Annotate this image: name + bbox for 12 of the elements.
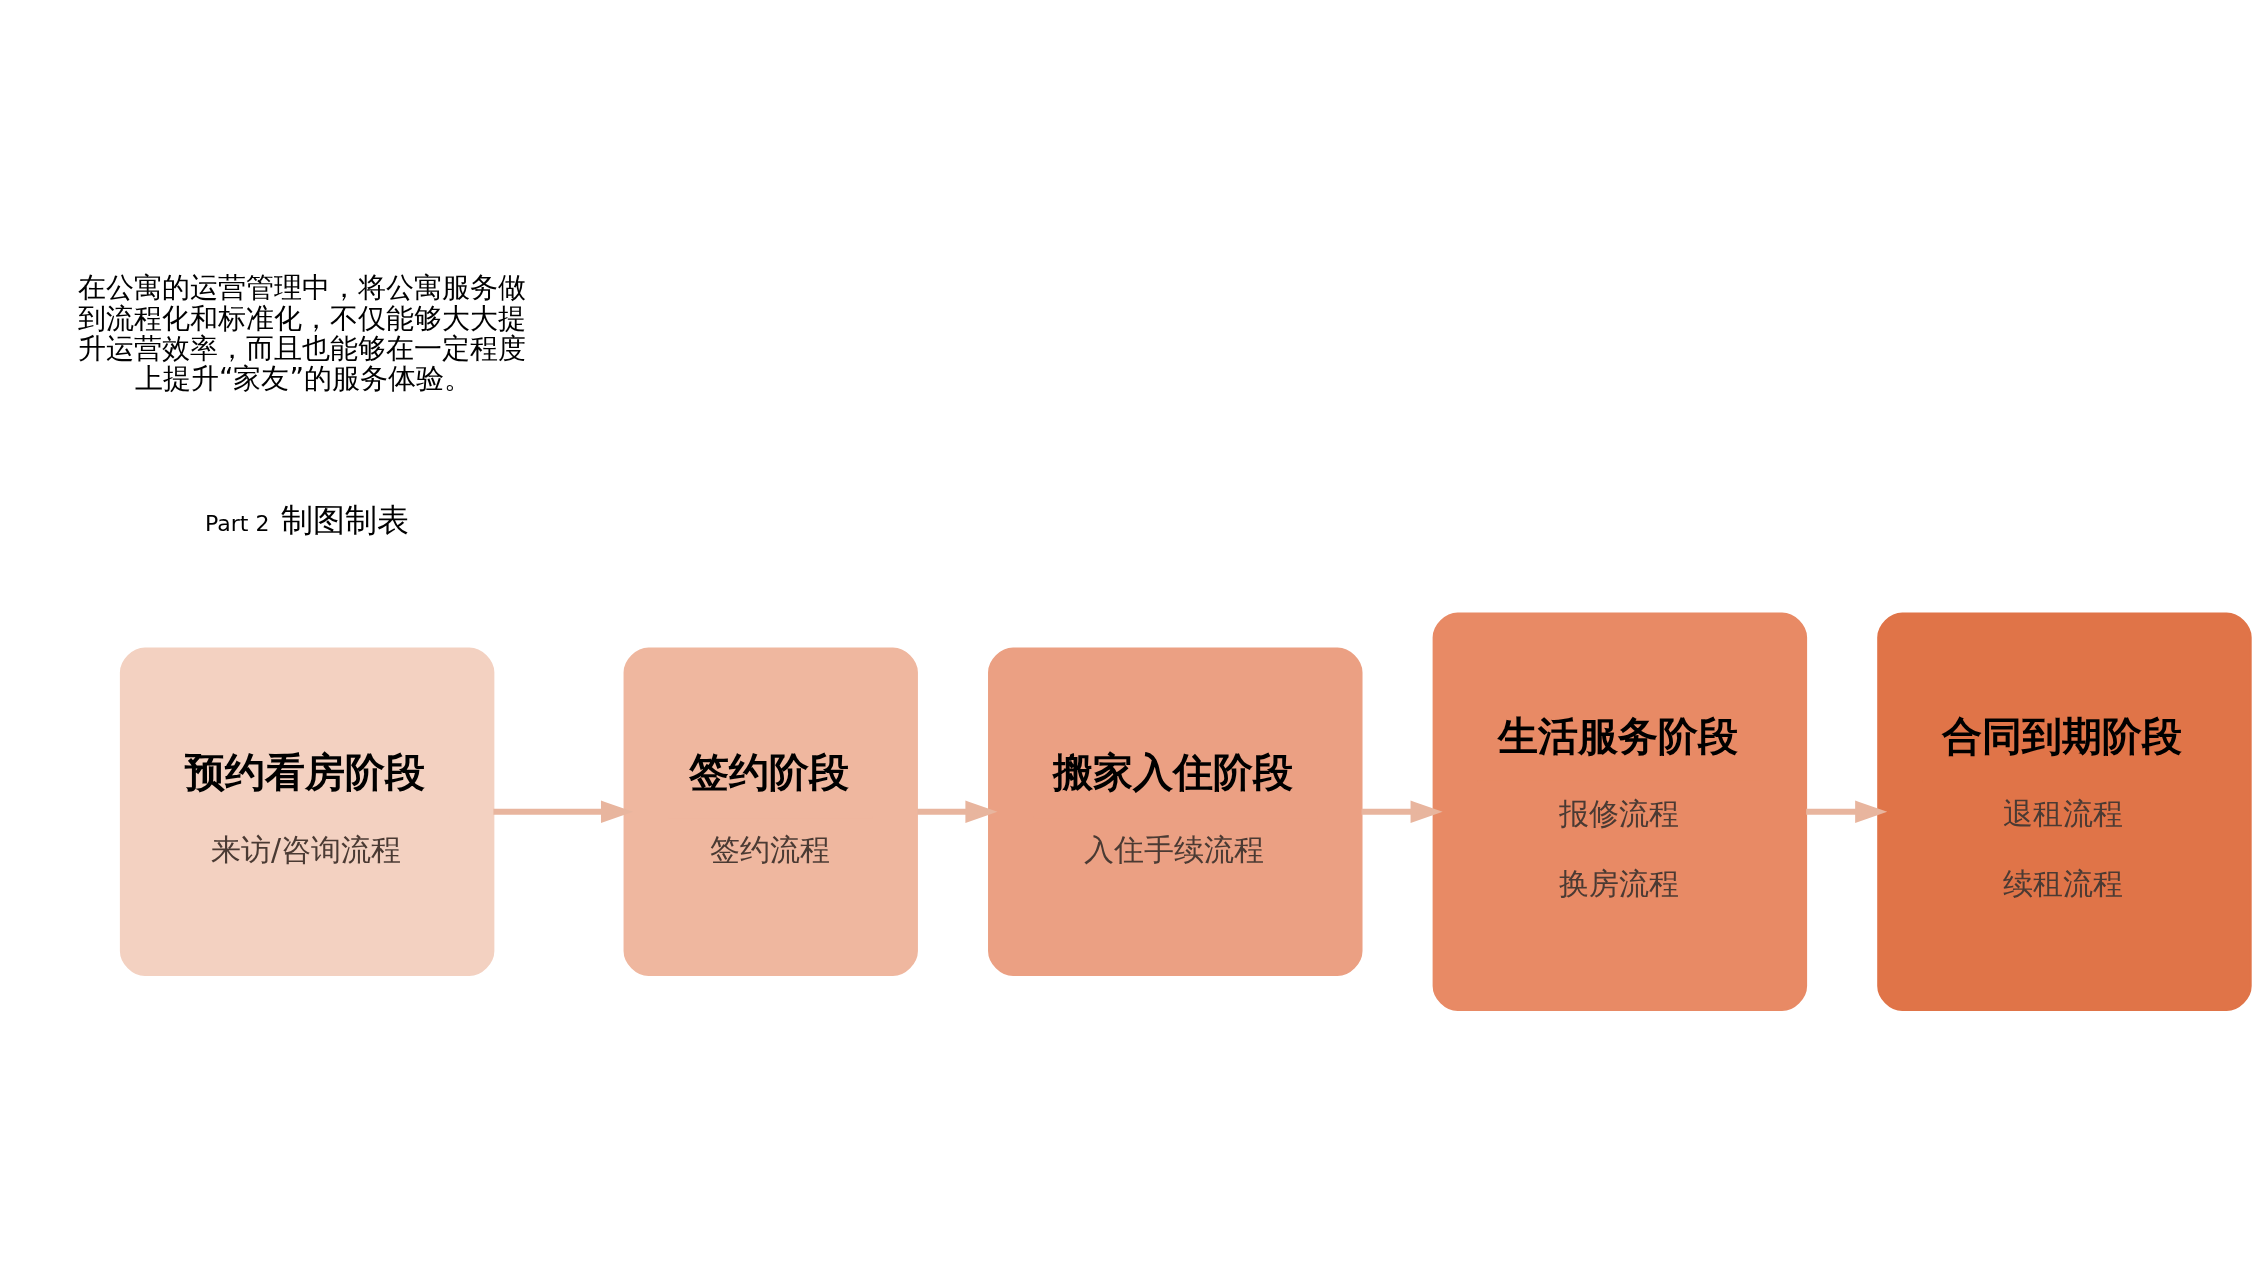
arrow [1806,800,1888,823]
label: 在公寓的运营管理中，将公寓服务做到流程化和标准化，不仅能够大大提升运营效率，而且也能够在一定程度上提升“家友”的服务体验。 [77,270,526,395]
node-box: 合同到期阶段 退租流程 续租流程 [1877,611,2252,1011]
node-box: 搬家入住阶段 入住手续流程 [988,647,1363,976]
label: Part 2 [205,510,270,536]
node-box: 签约阶段 签约流程 [623,647,918,976]
arrow [1361,800,1443,823]
node-box: 生活服务阶段 报修流程 换房流程 [1432,611,1808,1011]
label: 制图制表 [281,500,410,539]
arrow [493,800,634,823]
node-box: 预约看房阶段 来访/咨询流程 [119,647,495,976]
arrow [917,800,998,823]
